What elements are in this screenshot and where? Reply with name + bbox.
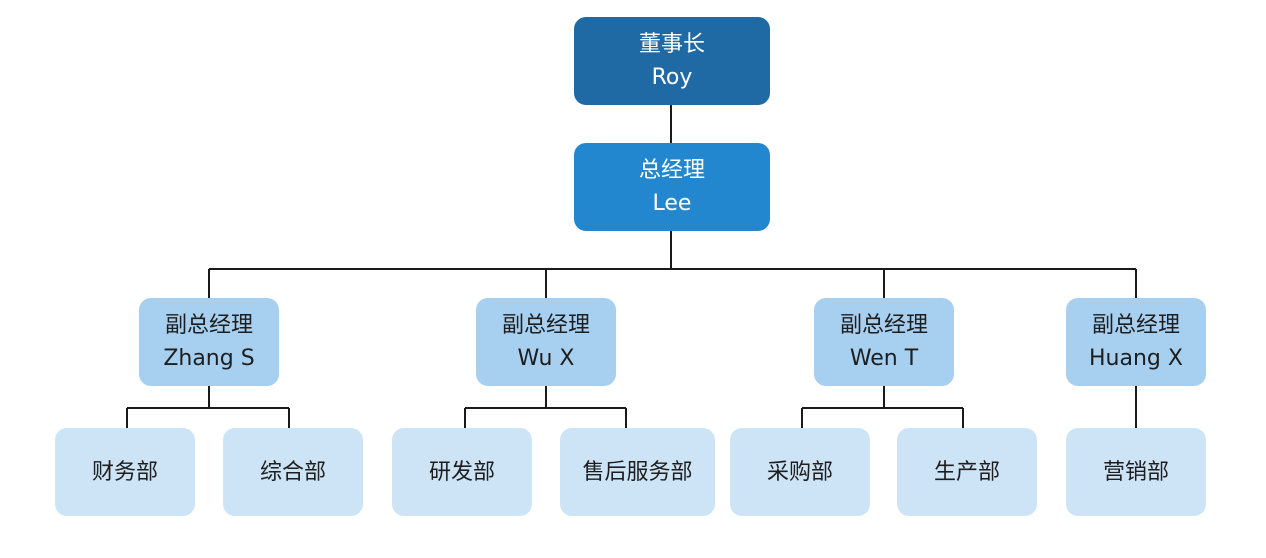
general-manager-title: 总经理 (638, 158, 705, 183)
department-box-after-sales: 售后服务部 (560, 428, 715, 516)
vice-manager-box-wen: 副总经理 Wen T (814, 298, 954, 386)
vice-manager-title: 副总经理 (164, 313, 253, 338)
department-box-procurement: 采购部 (730, 428, 870, 516)
general-manager-name: Lee (652, 191, 692, 216)
department-label: 采购部 (766, 459, 833, 485)
vice-manager-box-zhang: 副总经理 Zhang S (139, 298, 279, 386)
department-box-finance: 财务部 (55, 428, 195, 516)
vice-manager-title: 副总经理 (839, 313, 928, 338)
vice-manager-name: Zhang S (163, 346, 255, 371)
department-label: 营销部 (1102, 459, 1169, 485)
vice-manager-name: Wen T (849, 346, 919, 371)
department-label: 研发部 (428, 459, 495, 485)
department-box-production: 生产部 (897, 428, 1037, 516)
department-box-general-affairs: 综合部 (223, 428, 363, 516)
department-box-marketing: 营销部 (1066, 428, 1206, 516)
chairman-title: 董事长 (638, 32, 705, 57)
chairman-name: Roy (651, 65, 693, 90)
department-label: 综合部 (259, 459, 326, 485)
department-label: 生产部 (933, 459, 1000, 485)
department-box-rnd: 研发部 (392, 428, 532, 516)
general-manager-box: 总经理 Lee (574, 143, 770, 231)
vice-manager-title: 副总经理 (1091, 313, 1180, 338)
chairman-box: 董事长 Roy (574, 17, 770, 105)
department-label: 售后服务部 (582, 459, 693, 485)
vice-manager-name: Wu X (517, 346, 575, 371)
vice-manager-title: 副总经理 (501, 313, 590, 338)
vice-manager-box-wu: 副总经理 Wu X (476, 298, 616, 386)
department-label: 财务部 (91, 459, 158, 485)
vice-manager-name: Huang X (1089, 346, 1183, 371)
vice-manager-box-huang: 副总经理 Huang X (1066, 298, 1206, 386)
